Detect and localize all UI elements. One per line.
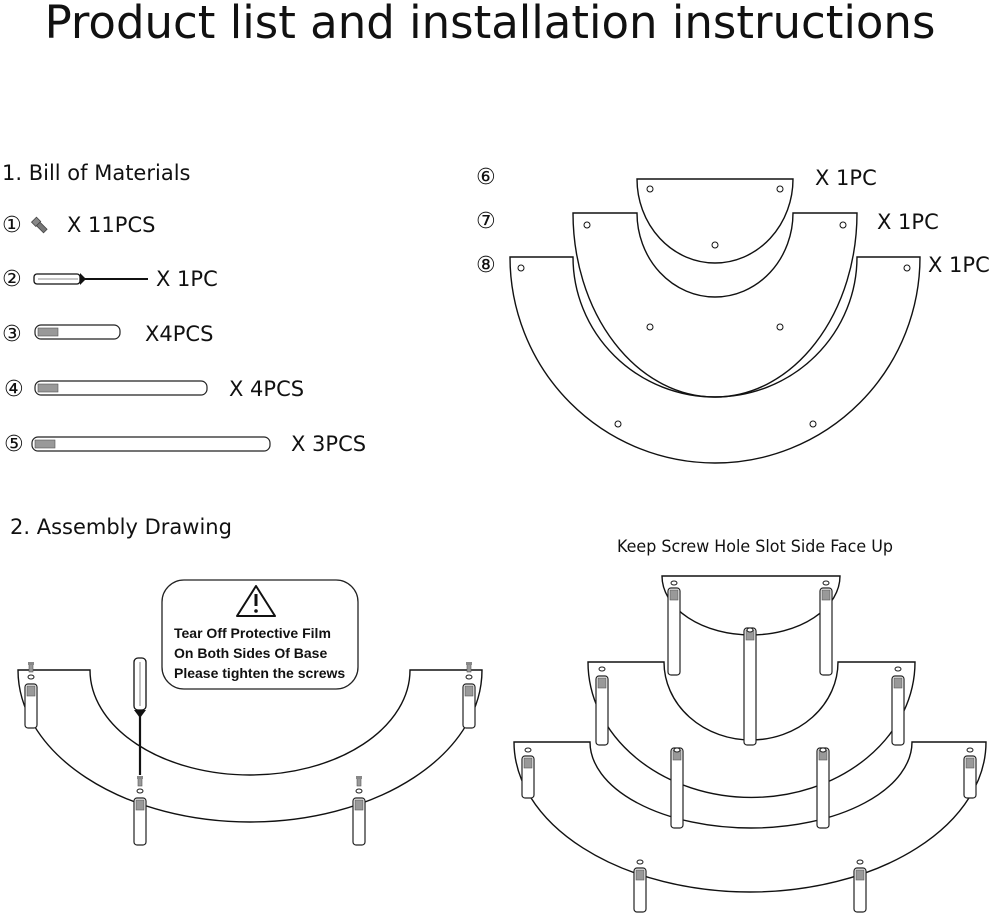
medium-shelf-icon bbox=[572, 212, 858, 398]
item-number: ① bbox=[2, 213, 22, 238]
screw-hole bbox=[839, 221, 847, 229]
medium-rod-icon bbox=[34, 380, 208, 396]
bom-item-3: ③ X4PCS bbox=[2, 322, 213, 347]
item-number: ② bbox=[2, 267, 22, 292]
item-quantity: X 4PCS bbox=[229, 377, 304, 401]
support-rod bbox=[667, 587, 681, 676]
short-rod-icon bbox=[34, 324, 121, 340]
support-rod bbox=[24, 662, 38, 729]
support-rod bbox=[133, 776, 147, 846]
item-quantity: X 3PCS bbox=[291, 432, 366, 456]
long-rod-icon bbox=[31, 436, 271, 452]
screw-icon bbox=[30, 216, 48, 234]
page-title: Product list and installation instructio… bbox=[45, 0, 936, 49]
warning-line: Please tighten the screws bbox=[174, 665, 345, 681]
small-shelf-icon bbox=[636, 178, 794, 264]
warning-icon bbox=[236, 585, 276, 617]
washer bbox=[636, 859, 644, 865]
washer bbox=[822, 580, 830, 586]
item-quantity: X 1PC bbox=[156, 267, 218, 291]
screwdriver-icon bbox=[33, 273, 148, 285]
washer bbox=[856, 859, 864, 865]
screw-hole bbox=[776, 323, 784, 331]
support-rod bbox=[816, 747, 830, 829]
bom-item-2: ② X 1PC bbox=[2, 267, 218, 292]
item-quantity: X 1PC bbox=[928, 253, 990, 277]
screwdriver-icon bbox=[133, 657, 147, 775]
support-rod bbox=[853, 867, 867, 913]
support-rod bbox=[743, 627, 757, 746]
item-number: ⑧ bbox=[476, 253, 496, 278]
screw-hole bbox=[583, 221, 591, 229]
screw-hole bbox=[517, 264, 525, 272]
item-number: ⑦ bbox=[476, 209, 496, 234]
support-rod bbox=[963, 755, 977, 799]
warning-box: Tear Off Protective Film On Both Sides O… bbox=[161, 579, 359, 690]
support-rod bbox=[521, 755, 535, 799]
item-number: ⑥ bbox=[476, 165, 496, 190]
support-rod bbox=[670, 747, 684, 829]
large-shelf-icon bbox=[509, 256, 921, 464]
washer bbox=[746, 627, 754, 633]
item-quantity: X 1PC bbox=[815, 166, 877, 190]
washer bbox=[966, 747, 974, 753]
screw-hole bbox=[614, 420, 622, 428]
item-quantity: X4PCS bbox=[145, 322, 213, 346]
screw-hole bbox=[646, 323, 654, 331]
support-rod bbox=[462, 662, 476, 729]
screw-icon bbox=[28, 662, 34, 673]
washer bbox=[894, 666, 902, 672]
shelf-holes bbox=[517, 185, 911, 428]
orientation-note: Keep Screw Hole Slot Side Face Up bbox=[617, 537, 893, 557]
screw-icon bbox=[466, 662, 472, 673]
screw-icon bbox=[356, 776, 362, 787]
item-number: ③ bbox=[2, 322, 22, 347]
washer bbox=[673, 747, 681, 753]
item-number: ④ bbox=[4, 377, 24, 402]
legs-right bbox=[521, 580, 977, 913]
legs-left bbox=[24, 662, 476, 846]
screw-icon bbox=[137, 776, 143, 787]
support-rod bbox=[633, 867, 647, 913]
screw-hole bbox=[646, 185, 654, 193]
warning-line: Tear Off Protective Film bbox=[174, 625, 331, 641]
washer bbox=[524, 747, 532, 753]
screw-hole bbox=[711, 241, 719, 249]
bom-item-4: ④ X 4PCS bbox=[4, 377, 304, 402]
support-rod bbox=[891, 675, 905, 746]
item-quantity: X 11PCS bbox=[67, 213, 155, 237]
screw-hole bbox=[903, 264, 911, 272]
single-tier-assembly bbox=[17, 657, 483, 823]
support-rod bbox=[352, 776, 366, 846]
bom-heading: 1. Bill of Materials bbox=[2, 161, 190, 185]
bom-item-5: ⑤ X 3PCS bbox=[4, 432, 366, 457]
washer bbox=[819, 747, 827, 753]
bom-item-1: ① X 11PCS bbox=[2, 213, 155, 238]
item-quantity: X 1PC bbox=[877, 210, 939, 234]
support-rod bbox=[595, 675, 609, 746]
item-number: ⑤ bbox=[4, 432, 24, 457]
screw-hole bbox=[809, 420, 817, 428]
support-rod bbox=[819, 587, 833, 676]
washer bbox=[598, 666, 606, 672]
screw-hole bbox=[776, 185, 784, 193]
assembly-heading: 2. Assembly Drawing bbox=[10, 515, 232, 539]
warning-line: On Both Sides Of Base bbox=[174, 645, 327, 661]
washer bbox=[670, 580, 678, 586]
